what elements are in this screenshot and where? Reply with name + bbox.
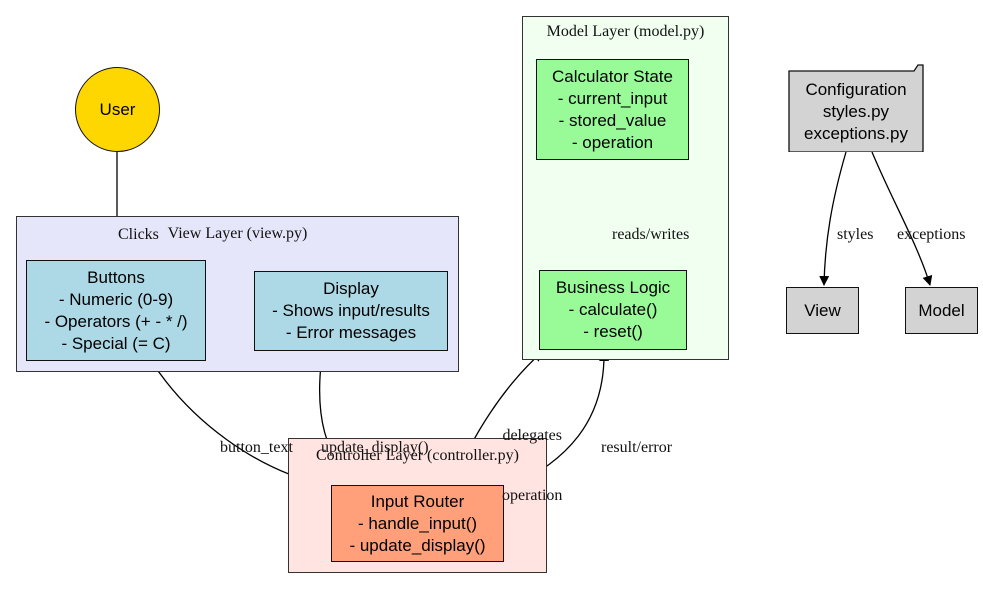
user-node-label: User (99, 99, 136, 119)
buttons-line-3: - Operators (+ - * /) (44, 311, 188, 331)
folder-shape-icon (788, 64, 924, 152)
buttons-line-4: - Special (= C) (61, 333, 171, 353)
configuration-line-3: exceptions.py (804, 124, 908, 143)
configuration-line-1: Configuration (805, 80, 907, 99)
calculator-state-node: Calculator State - current_input - store… (536, 59, 689, 160)
edge-label-styles: styles (837, 226, 874, 243)
display-node: Display - Shows input/results - Error me… (254, 271, 448, 351)
configuration-line-2: styles.py (822, 102, 890, 121)
buttons-line-1: Buttons (87, 267, 145, 287)
calculator-state-line-3: - stored_value (558, 110, 667, 130)
edge-config-to-model (871, 151, 933, 286)
user-node: User (75, 67, 160, 152)
input-router-line-2: - handle_input() (357, 513, 478, 533)
buttons-node: Buttons - Numeric (0-9) - Operators (+ -… (26, 260, 206, 361)
edge-label-clicks: Clicks (118, 226, 159, 243)
display-line-1: Display (323, 279, 379, 298)
input-router-line-1: Input Router (370, 491, 465, 511)
edge-label-update-display: update_display() (321, 439, 429, 456)
edge-label-result-error: result/error (601, 439, 673, 456)
input-router-line-3: - update_display() (349, 535, 486, 555)
calculator-state-line-2: - current_input (557, 88, 668, 108)
view-ref-node: View (786, 287, 859, 334)
calculator-state-line-1: Calculator State (552, 66, 673, 86)
edge-config-to-view (819, 151, 847, 286)
business-logic-line-3: - reset() (583, 322, 643, 341)
edge-label-delegates: delegates operation (502, 427, 563, 504)
buttons-line-2: - Numeric (0-9) (58, 289, 174, 309)
calculator-state-line-4: - operation (571, 132, 654, 152)
business-logic-line-1: Business Logic (555, 278, 671, 297)
business-logic-node: Business Logic - calculate() - reset() (539, 270, 687, 350)
business-logic-line-2: - calculate() (568, 300, 658, 319)
model-layer-title: Model Layer (model.py) (546, 23, 705, 40)
view-layer-title: View Layer (view.py) (167, 225, 308, 242)
model-ref-label: Model (918, 300, 965, 320)
controller-layer-title: Controller Layer (controller.py) (315, 447, 520, 464)
view-ref-label: View (804, 300, 841, 320)
configuration-node: Configuration styles.py exceptions.py (788, 64, 924, 152)
display-line-2: - Shows input/results (272, 301, 430, 320)
display-line-3: - Error messages (285, 323, 417, 342)
input-router-node: Input Router - handle_input() - update_d… (331, 485, 504, 562)
edge-label-button-text: button_text (220, 439, 293, 456)
edge-label-reads-writes: reads/writes (612, 226, 690, 243)
edge-label-exceptions: exceptions (897, 226, 966, 243)
model-ref-node: Model (905, 287, 978, 334)
